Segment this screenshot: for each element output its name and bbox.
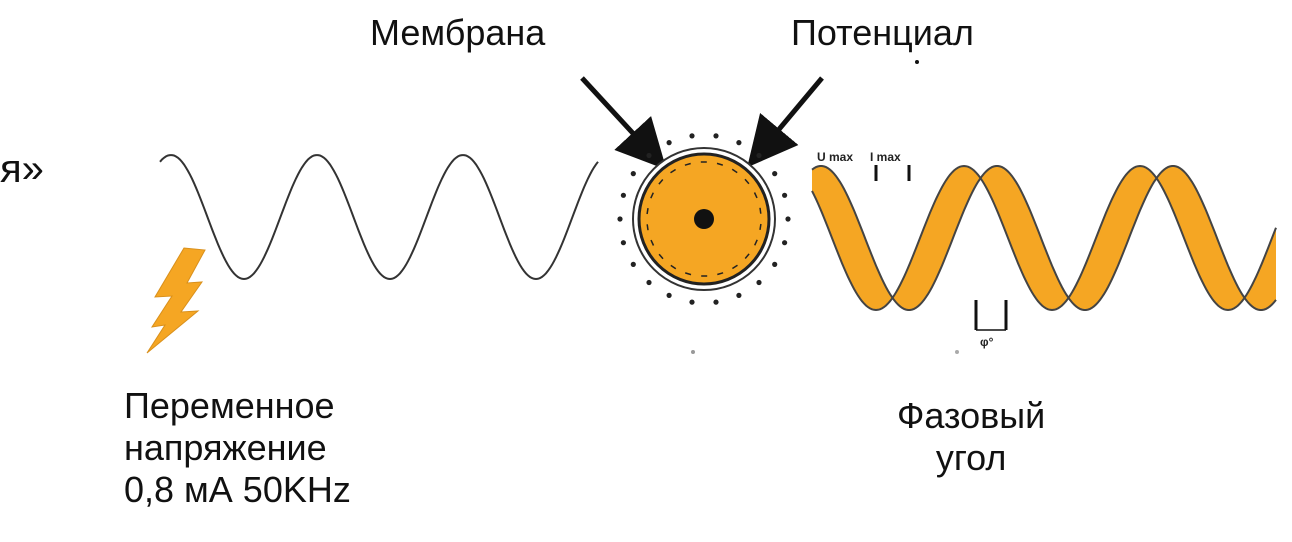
u-max-label: U max [817,150,853,164]
phase-line-1: Фазовый [897,395,1045,437]
positive-charge [713,300,718,305]
negative-charge [760,224,761,230]
positive-charge [646,280,651,285]
positive-charge [772,171,777,176]
positive-charge [713,133,718,138]
positive-charge [617,216,622,221]
positive-charge [646,153,651,158]
positive-charge [756,153,761,158]
cell-icon [617,133,790,304]
positive-charge [785,216,790,221]
lightning-bolt-icon [147,248,205,353]
negative-charge [647,208,648,214]
negative-charge [760,208,761,214]
phase-angle-label: Фазовый угол [897,395,1045,479]
input-sine-wave [160,155,598,279]
negative-charge [647,224,648,230]
phase-angle-marker: φ° [976,300,1006,349]
positive-charge [631,171,636,176]
positive-charge [621,193,626,198]
positive-charge [772,262,777,267]
membrane-arrow-icon [582,78,653,155]
phi-label: φ° [980,335,994,349]
positive-charge [782,240,787,245]
voltage-line-3: 0,8 мА 50KHz [124,469,351,511]
positive-charge [782,193,787,198]
potential-arrow-icon [760,78,822,152]
positive-charge [736,293,741,298]
positive-charge [667,293,672,298]
voltage-line-2: напряжение [124,427,351,469]
voltage-line-1: Переменное [124,385,351,427]
alternating-voltage-label: Переменное напряжение 0,8 мА 50KHz [124,385,351,511]
positive-charge [621,240,626,245]
positive-charge [631,262,636,267]
membrane-label: Мембрана [370,12,545,54]
cut-off-title-fragment: я» [0,146,44,193]
positive-charge [667,140,672,145]
phase-shift-waves [812,166,1276,310]
positive-charge [736,140,741,145]
potential-label: Потенциал [791,12,974,54]
positive-charge [689,300,694,305]
positive-charge [756,280,761,285]
positive-charge [689,133,694,138]
i-max-label: I max [870,150,901,164]
phase-line-2: угол [897,437,1045,479]
